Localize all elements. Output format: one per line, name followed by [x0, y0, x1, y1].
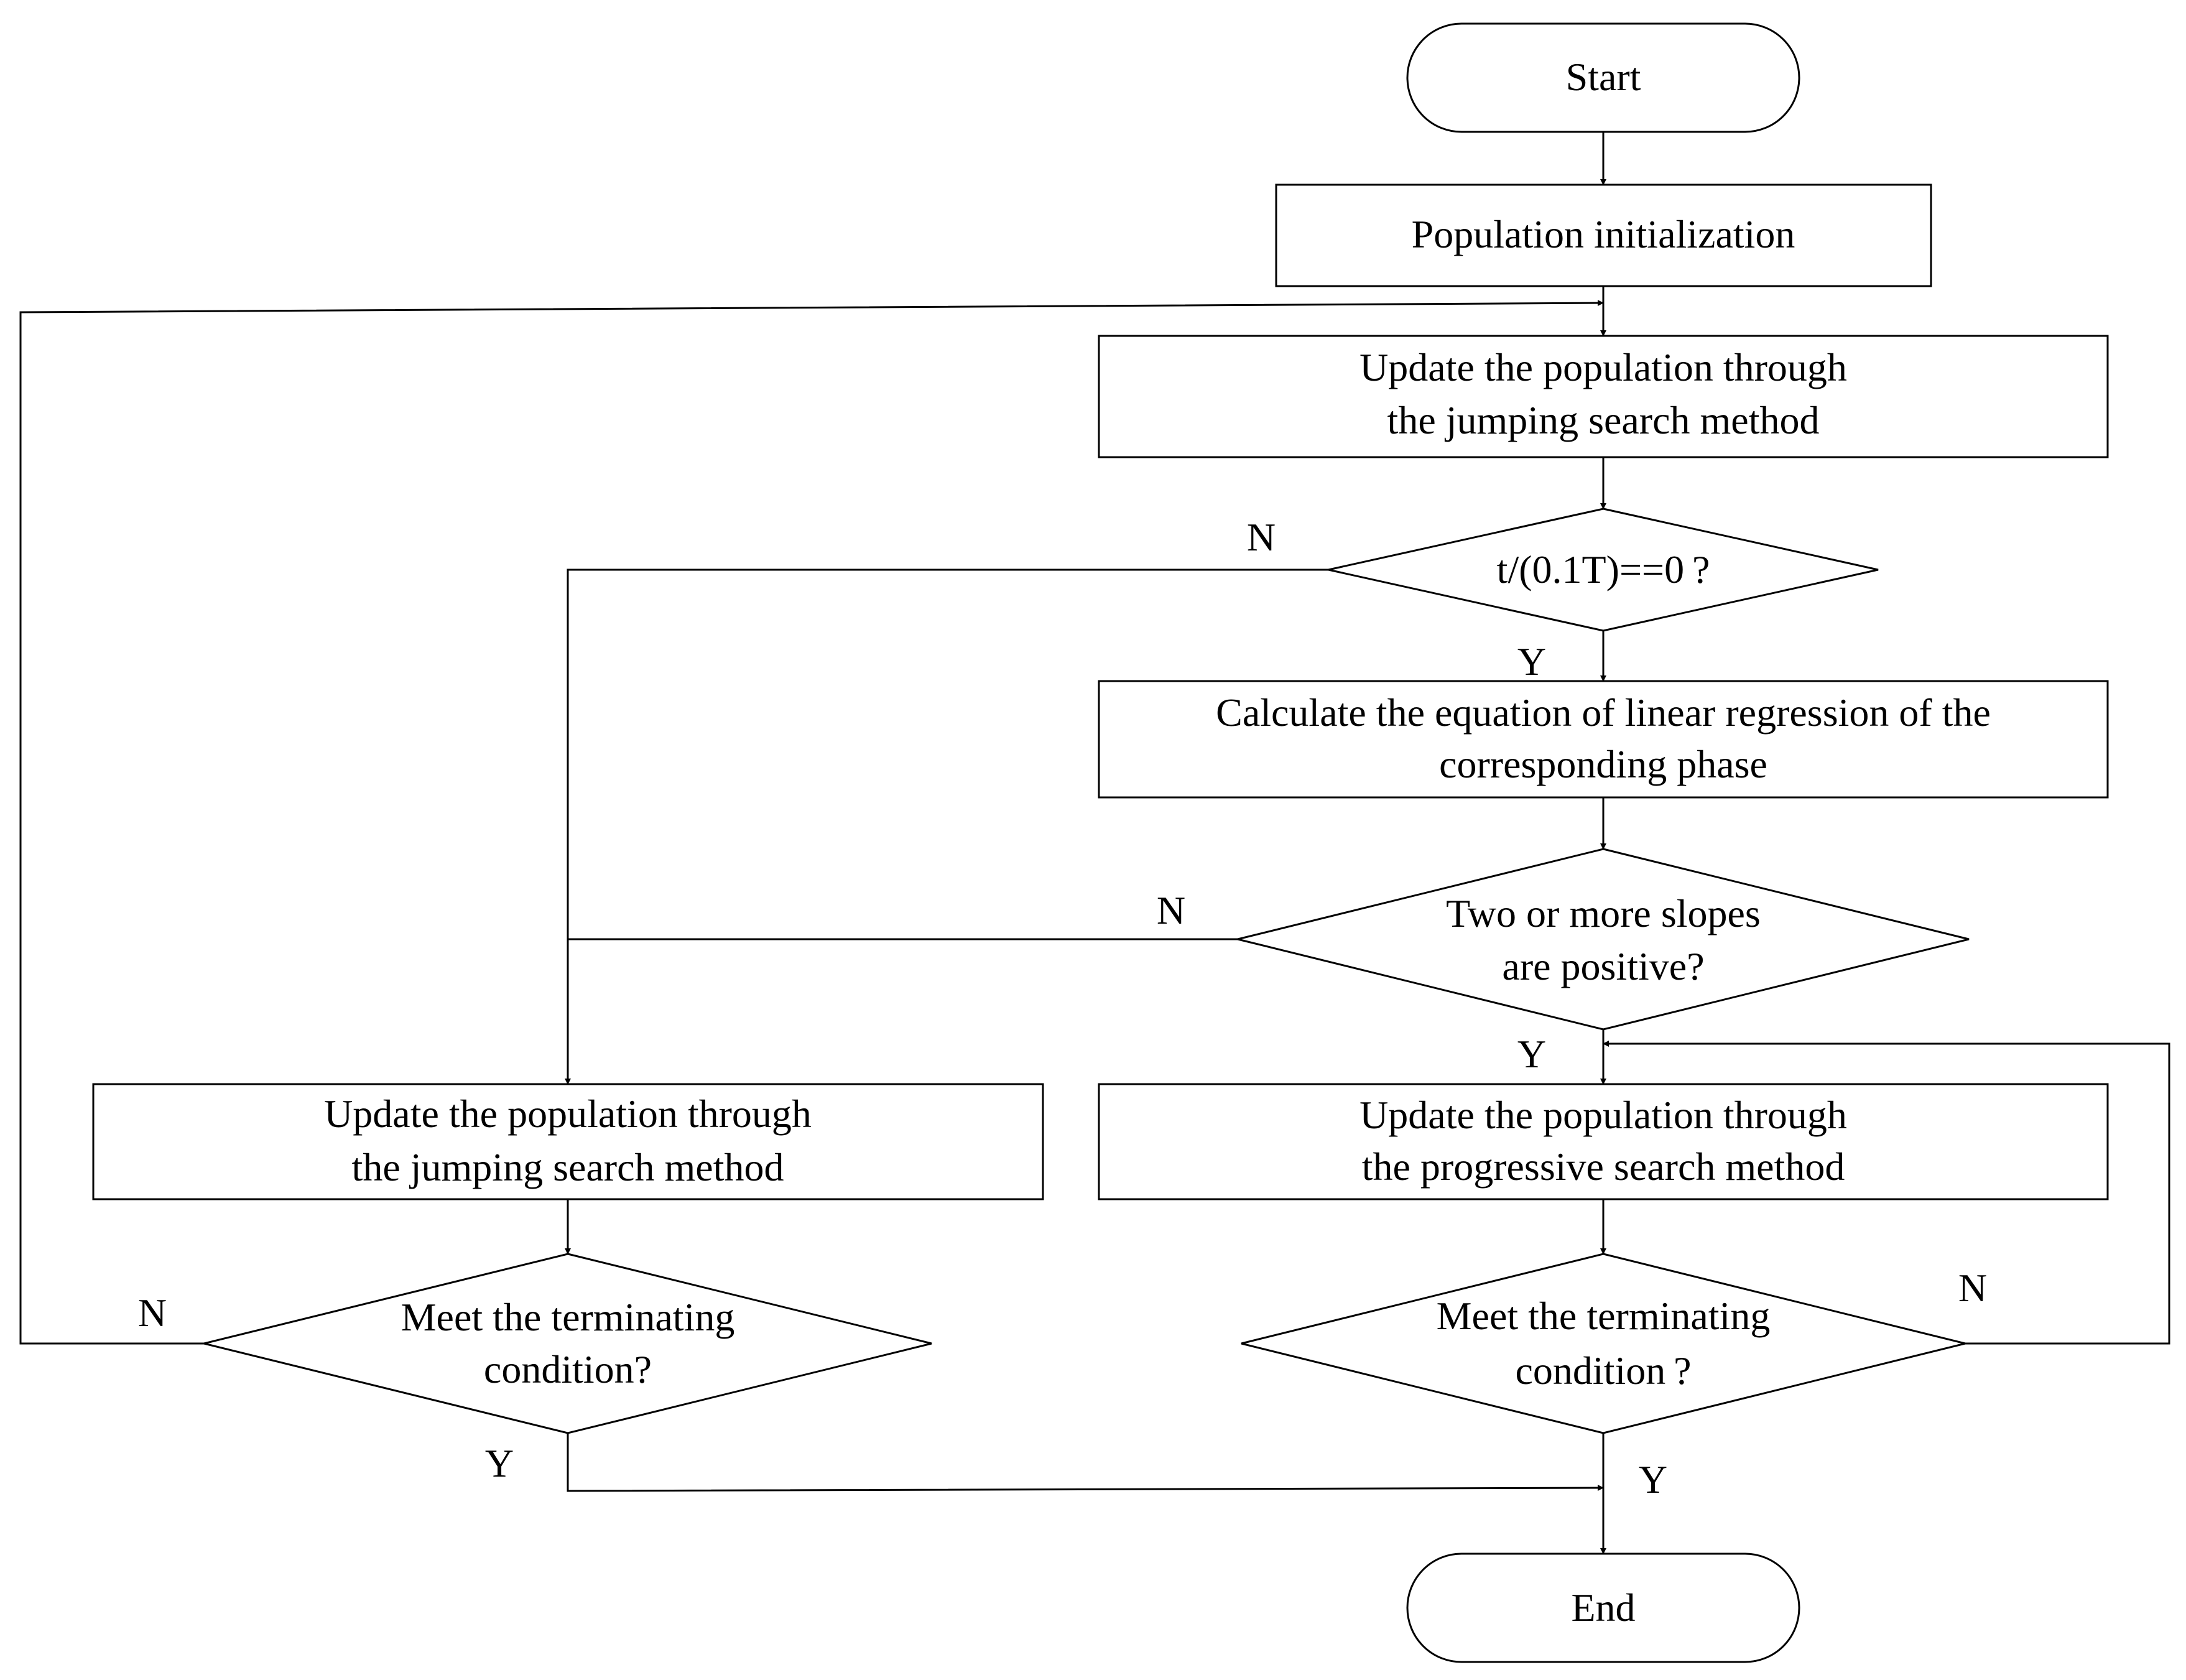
jumping-update-left-line2: the jumping search method: [352, 1145, 784, 1189]
phase-check-label: t/(0.1T)==0 ?: [1497, 547, 1710, 592]
regression-line1: Calculate the equation of linear regress…: [1216, 690, 1991, 735]
slopes-yes-label: Y: [1517, 1032, 1546, 1076]
phase-check-decision: t/(0.1T)==0 ?: [1328, 508, 1879, 632]
arrow-terminate-left-yes: [567, 1433, 1604, 1492]
terminate-left-no-label: N: [138, 1291, 167, 1335]
phase-check-yes-label: Y: [1517, 639, 1546, 684]
regression-line2: corresponding phase: [1439, 742, 1767, 786]
terminate-left-line2: condition?: [484, 1347, 652, 1391]
jumping-update-left-line1: Update the population through: [324, 1092, 812, 1136]
slopes-line2: are positive?: [1502, 944, 1704, 988]
arrow-phase-check-no: [565, 569, 1328, 1085]
arrow-terminate-right-no-loop: [1603, 1041, 2170, 1345]
jumping-update-top-line2: the jumping search method: [1387, 398, 1820, 442]
progressive-update-line1: Update the population through: [1359, 1093, 1847, 1137]
slopes-line1: Two or more slopes: [1446, 891, 1761, 935]
phase-check-no-label: N: [1247, 515, 1276, 559]
progressive-update-box: Update the population through the progre…: [1098, 1083, 2109, 1200]
terminate-left-line1: Meet the terminating: [401, 1295, 735, 1339]
jumping-update-box-top: Update the population through the jumpin…: [1098, 335, 2109, 458]
start-node: Start: [1406, 22, 1800, 133]
terminate-decision-left: Meet the terminating condition?: [203, 1253, 932, 1434]
end-label: End: [1571, 1585, 1635, 1630]
progressive-update-line2: the progressive search method: [1362, 1144, 1845, 1189]
population-init-label: Population initialization: [1412, 212, 1795, 256]
terminate-decision-right: Meet the terminating condition ?: [1241, 1253, 1966, 1434]
end-node: End: [1406, 1552, 1800, 1663]
slopes-decision: Two or more slopes are positive?: [1237, 848, 1970, 1031]
terminate-right-yes-label: Y: [1639, 1457, 1667, 1501]
arrow-terminate-left-no-loop: [19, 300, 1604, 1345]
jumping-update-box-left: Update the population through the jumpin…: [92, 1083, 1044, 1200]
terminate-right-line1: Meet the terminating: [1437, 1294, 1771, 1338]
jumping-update-top-line1: Update the population through: [1359, 345, 1847, 389]
population-init-box: Population initialization: [1275, 183, 1932, 287]
terminate-right-line2: condition ?: [1516, 1348, 1692, 1393]
slopes-no-label: N: [1157, 888, 1185, 932]
terminate-right-no-label: N: [1958, 1266, 1987, 1310]
terminate-left-yes-label: Y: [485, 1441, 514, 1485]
regression-box: Calculate the equation of linear regress…: [1098, 680, 2109, 799]
start-label: Start: [1566, 55, 1641, 99]
